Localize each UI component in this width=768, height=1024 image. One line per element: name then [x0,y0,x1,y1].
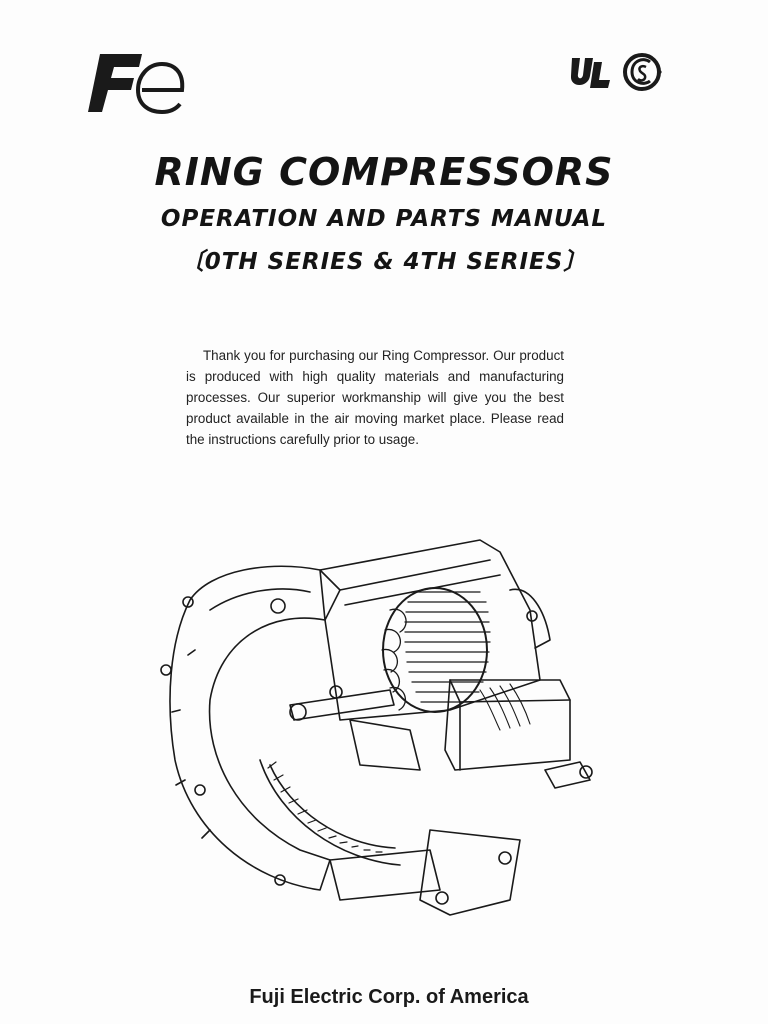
csa-mark-icon [623,53,662,91]
intro-paragraph: Thank you for purchasing our Ring Compre… [186,348,564,447]
ring-compressor-cutaway-icon [160,539,593,916]
certification-marks [570,53,662,91]
document-title: RING COMPRESSORS [154,150,614,194]
fe-logo-icon [88,54,185,115]
company-footer: Fuji Electric Corp. of America [249,986,529,1008]
document-subtitle: OPERATION AND PARTS MANUAL [160,206,608,232]
ul-mark-icon [570,58,610,88]
document-series: 〔0TH SERIES & 4TH SERIES〕 [180,249,588,275]
